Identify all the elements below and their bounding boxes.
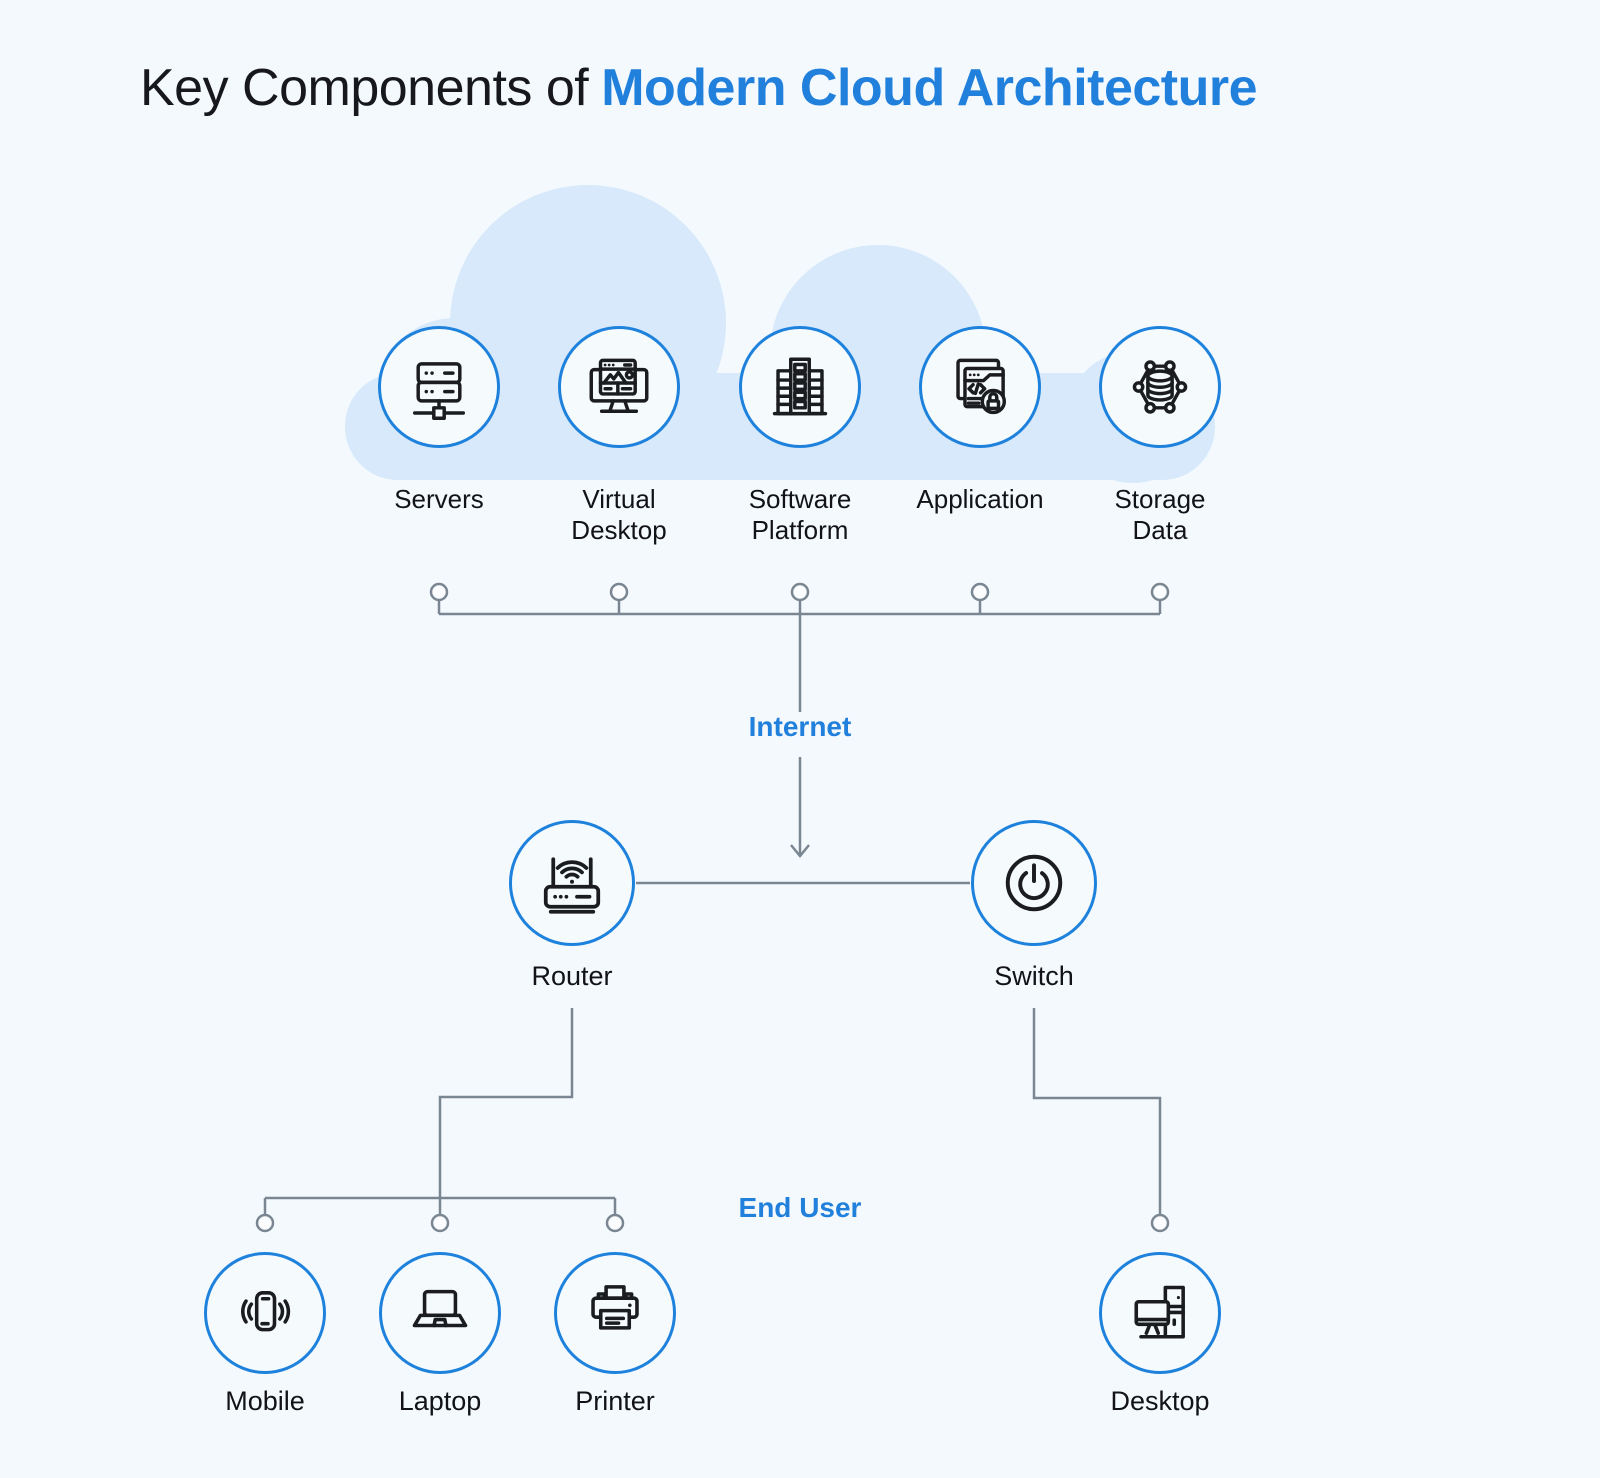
title-prefix: Key Components of <box>140 59 589 117</box>
printer-icon <box>591 1285 639 1330</box>
power-switch-icon <box>1005 854 1063 912</box>
laptop-icon <box>412 1289 468 1328</box>
node-label-router: Router <box>531 961 613 991</box>
desktop-icon <box>1134 1285 1185 1339</box>
node-label-software-platform: Software Platform <box>748 484 852 545</box>
connector-lines <box>263 600 1162 1215</box>
servers-icon <box>412 362 466 420</box>
node-desktop <box>1099 1252 1221 1374</box>
node-label-switch: Switch <box>994 961 1074 991</box>
virtual-desktop-icon <box>589 358 649 414</box>
node-label-application: Application <box>916 484 1044 514</box>
connector-dots <box>255 582 1170 1233</box>
node-label-servers: Servers <box>394 484 484 514</box>
node-label-desktop: Desktop <box>1110 1386 1210 1416</box>
node-mobile <box>204 1252 326 1374</box>
mobile-icon <box>241 1291 291 1332</box>
router-icon <box>543 857 601 914</box>
node-label-virtual-desktop: Virtual Desktop <box>571 484 667 545</box>
down-arrowhead-icon <box>790 844 810 858</box>
node-storage-data <box>1099 326 1221 448</box>
title-highlight: Modern Cloud Architecture <box>601 59 1258 117</box>
node-router <box>509 820 635 946</box>
node-label-laptop: Laptop <box>398 1386 482 1416</box>
software-platform-icon <box>772 357 828 416</box>
node-servers <box>378 326 500 448</box>
node-virtual-desktop <box>558 326 680 448</box>
node-label-printer: Printer <box>575 1386 655 1416</box>
end-user-label: End User <box>738 1192 862 1223</box>
node-label-mobile: Mobile <box>225 1386 305 1416</box>
internet-label: Internet <box>748 711 852 742</box>
application-icon <box>956 358 1007 415</box>
storage-data-icon <box>1132 360 1188 414</box>
node-label-storage-data: Storage Data <box>1114 484 1206 545</box>
node-software-platform <box>739 326 861 448</box>
node-application <box>919 326 1041 448</box>
node-switch <box>971 820 1097 946</box>
node-laptop <box>379 1252 501 1374</box>
node-printer <box>554 1252 676 1374</box>
